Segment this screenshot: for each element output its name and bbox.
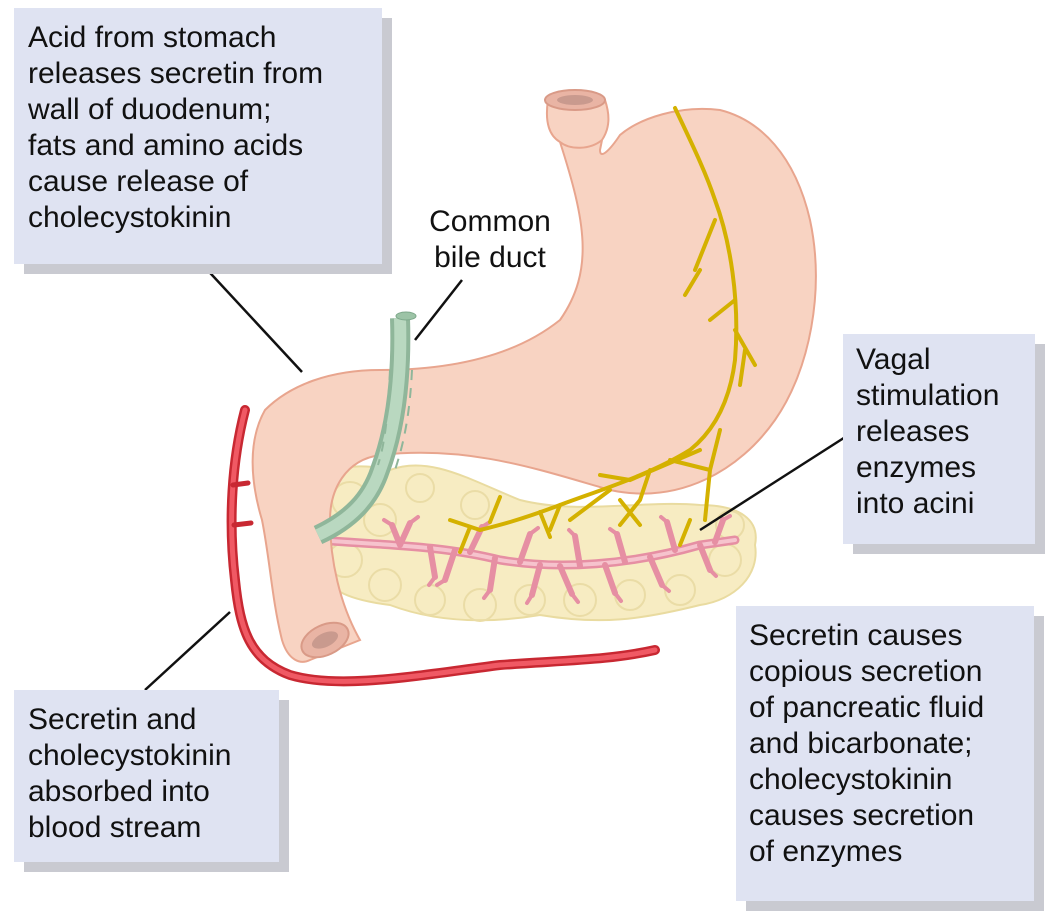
callout-line: releases secretin from <box>28 56 382 92</box>
callout-line: Vagal <box>856 342 1035 378</box>
common-bile-duct-label: Common bile duct <box>405 204 575 276</box>
callout-line: blood stream <box>28 810 279 846</box>
callout-line: and bicarbonate; <box>749 726 1034 762</box>
callout-line: releases <box>856 414 1035 450</box>
callout-line: cholecystokinin <box>28 738 279 774</box>
callout-line: of pancreatic fluid <box>749 690 1034 726</box>
callout-secretin-effects: Secretin causes copious secretion of pan… <box>736 606 1034 901</box>
callout-line: absorbed into <box>28 774 279 810</box>
callout-line: wall of duodenum; <box>28 92 382 128</box>
callout-line: copious secretion <box>749 654 1034 690</box>
callout-line: of enzymes <box>749 834 1034 870</box>
callout-line: Acid from stomach <box>28 20 382 56</box>
callout-line: stimulation <box>856 378 1035 414</box>
absorbed-leader-line <box>145 612 230 690</box>
label-line: bile duct <box>405 240 575 276</box>
bile-duct-leader-line <box>415 280 462 340</box>
acid-leader-line <box>200 262 302 372</box>
callout-line: cholecystokinin <box>28 200 382 236</box>
callout-line: Secretin causes <box>749 618 1034 654</box>
callout-line: Secretin and <box>28 702 279 738</box>
callout-line: into acini <box>856 486 1035 522</box>
callout-line: cause release of <box>28 164 382 200</box>
callout-line: fats and amino acids <box>28 128 382 164</box>
callout-line: causes secretion <box>749 798 1034 834</box>
callout-vagal-stimulation: Vagal stimulation releases enzymes into … <box>843 334 1035 544</box>
callout-acid-secretin: Acid from stomach releases secretin from… <box>14 8 382 264</box>
callout-line: cholecystokinin <box>749 762 1034 798</box>
callout-line: enzymes <box>856 450 1035 486</box>
label-line: Common <box>405 204 575 240</box>
callout-absorbed-blood: Secretin and cholecystokinin absorbed in… <box>14 690 279 862</box>
